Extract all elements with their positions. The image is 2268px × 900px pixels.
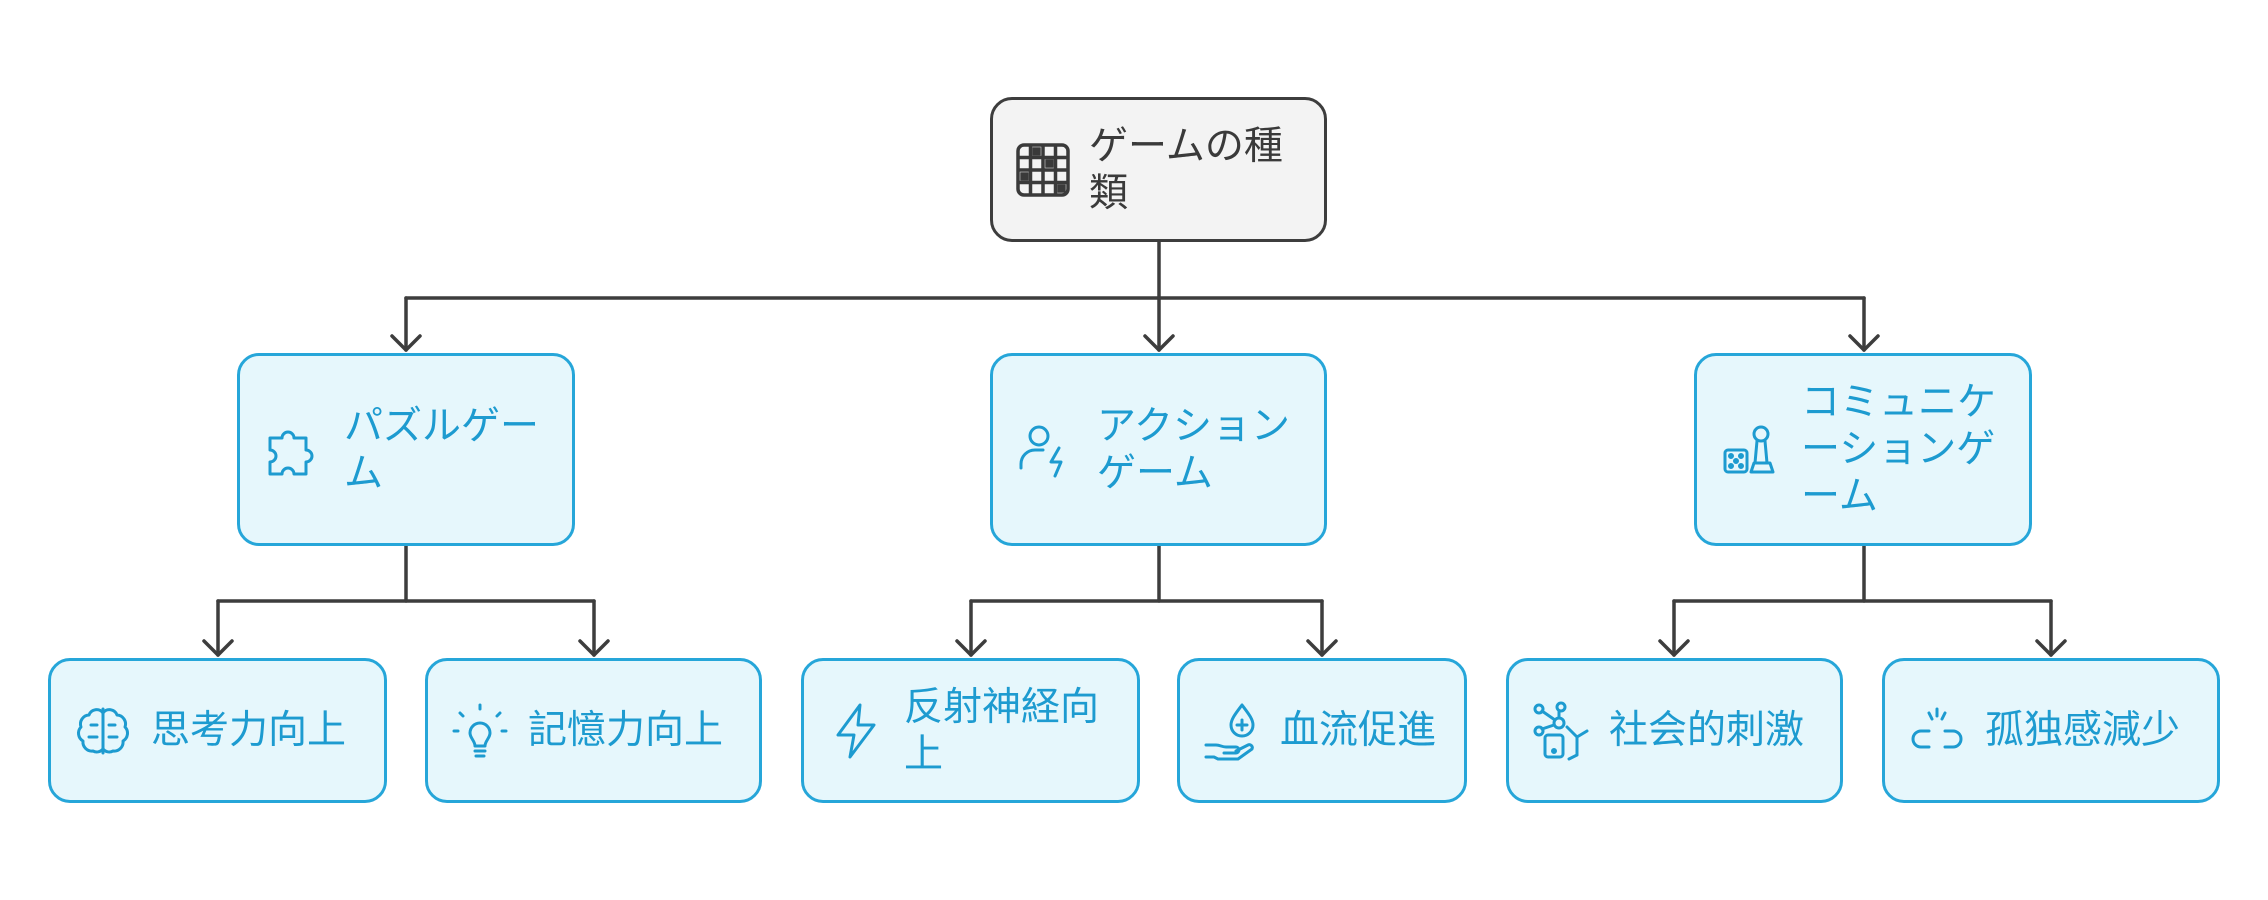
category-node-puzzle: パズルゲーム (237, 353, 575, 546)
dice-pawn-icon (1719, 418, 1783, 482)
benefit-node-memory: 記憶力向上 (425, 658, 762, 803)
brain-icon (73, 701, 133, 761)
lightning-icon (826, 701, 886, 761)
benefit-label: 血流促進 (1280, 708, 1437, 753)
category-node-action: アクションゲーム (990, 353, 1327, 546)
category-label: パズルゲーム (344, 403, 540, 496)
lightbulb-icon (450, 701, 510, 761)
benefit-label: 反射神経向上 (904, 684, 1100, 777)
category-label: コミュニケーションゲーム (1801, 380, 1997, 519)
grid-icon (1015, 142, 1071, 198)
arrowhead (1306, 639, 1338, 657)
benefit-node-blood: 血流促進 (1177, 658, 1467, 803)
benefit-label: 思考力向上 (151, 708, 347, 753)
benefit-node-lonely: 孤独感減少 (1882, 658, 2220, 803)
arrowhead (1658, 639, 1690, 657)
benefit-node-social: 社会的刺激 (1506, 658, 1843, 803)
arrowhead (390, 334, 422, 352)
benefit-node-thinking: 思考力向上 (48, 658, 387, 803)
benefit-label: 孤独感減少 (1985, 708, 2181, 753)
benefit-label: 社会的刺激 (1609, 708, 1805, 753)
arrowhead (1143, 334, 1175, 352)
category-label: アクションゲーム (1097, 403, 1291, 496)
root-node: ゲームの種類 (990, 97, 1327, 242)
network-person-icon (1531, 701, 1591, 761)
hand-drop-icon (1202, 701, 1262, 761)
root-label: ゲームの種類 (1089, 123, 1283, 216)
category-node-communication: コミュニケーションゲーム (1694, 353, 2032, 546)
broken-link-icon (1907, 701, 1967, 761)
arrowhead (1848, 334, 1880, 352)
benefit-node-reflex: 反射神経向上 (801, 658, 1140, 803)
arrowhead (202, 639, 234, 657)
arrowhead (578, 639, 610, 657)
arrowhead (955, 639, 987, 657)
benefit-label: 記憶力向上 (528, 708, 724, 753)
person-bolt-icon (1015, 418, 1079, 482)
arrowhead (2035, 639, 2067, 657)
puzzle-icon (262, 418, 326, 482)
